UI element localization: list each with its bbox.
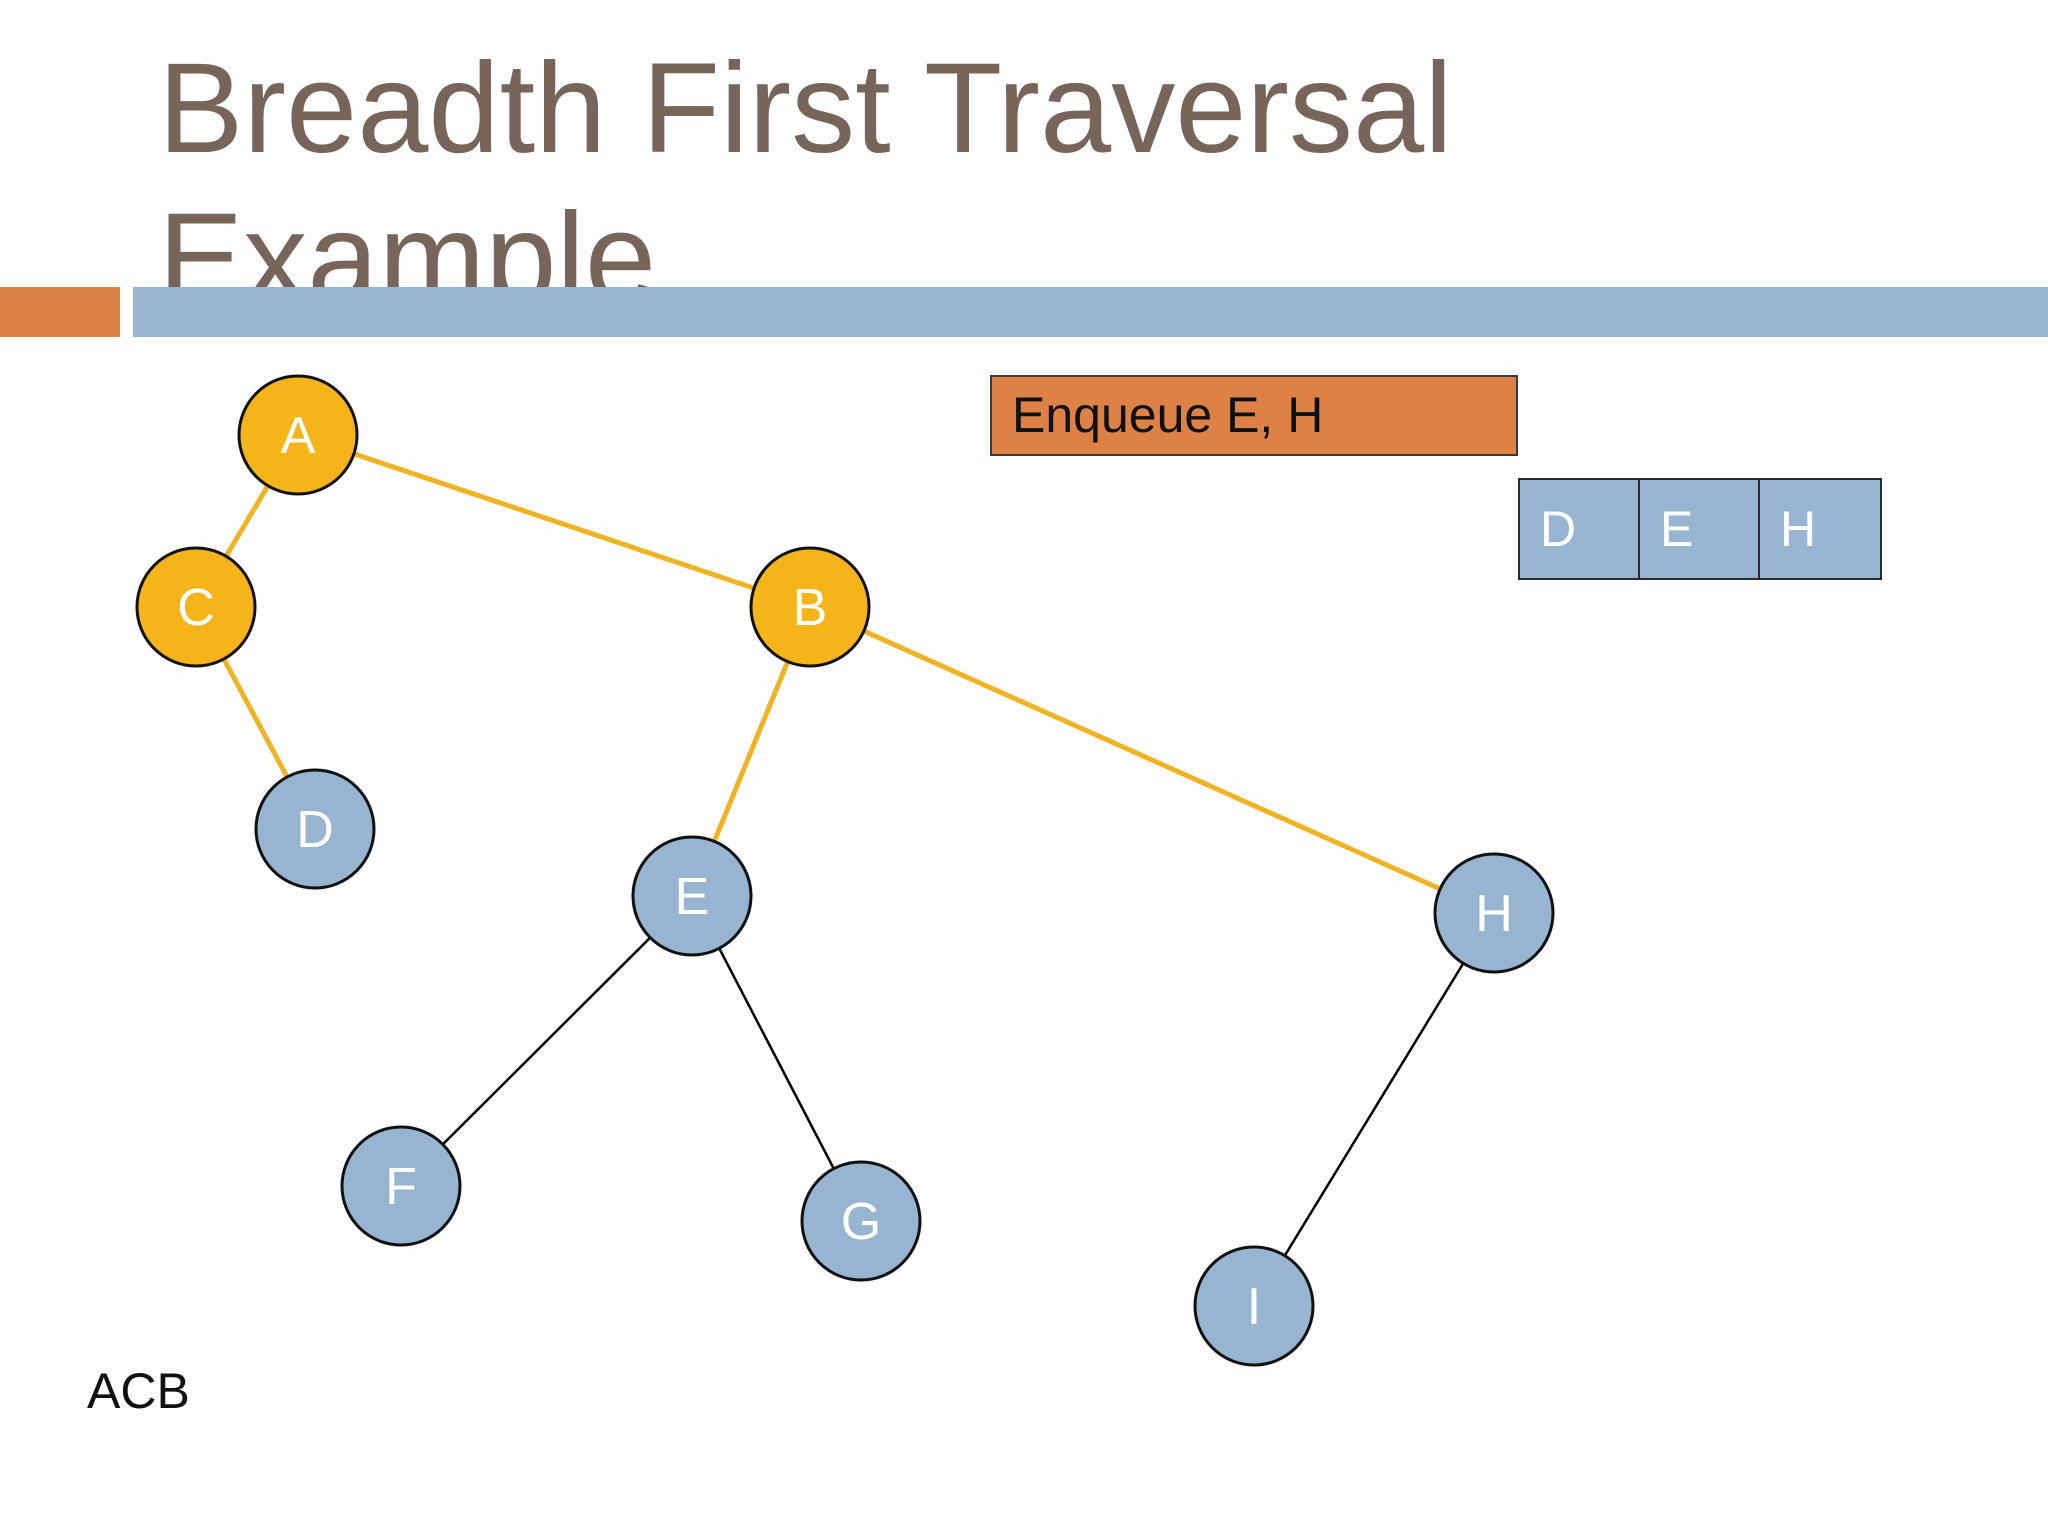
node-c: C bbox=[135, 546, 257, 668]
node-circle bbox=[254, 768, 376, 890]
node-d: D bbox=[254, 768, 376, 890]
node-label: A bbox=[281, 407, 316, 465]
tree-edges bbox=[221, 451, 1465, 1257]
queue-cell: H bbox=[1760, 480, 1880, 578]
node-label: C bbox=[177, 579, 215, 637]
node-circle bbox=[631, 835, 753, 957]
edge-a-c bbox=[223, 484, 271, 558]
node-h: H bbox=[1433, 852, 1555, 974]
node-label: H bbox=[1475, 885, 1513, 943]
node-g: G bbox=[800, 1160, 922, 1282]
node-circle bbox=[340, 1125, 462, 1247]
node-circle bbox=[237, 374, 359, 496]
slide-title: Breadth First Traversal Example bbox=[158, 34, 1453, 334]
node-a: A bbox=[237, 374, 359, 496]
node-circle bbox=[1193, 1245, 1315, 1367]
slide-title-line1: Breadth First Traversal bbox=[158, 37, 1453, 180]
node-label: G bbox=[841, 1193, 881, 1251]
edge-e-f bbox=[441, 936, 652, 1146]
node-e: E bbox=[631, 835, 753, 957]
enqueue-callout-text: Enqueue E, H bbox=[1012, 387, 1324, 443]
edge-b-e bbox=[711, 660, 791, 843]
node-circle bbox=[135, 546, 257, 668]
visited-output: ACB bbox=[87, 1363, 190, 1419]
queue-cell: D bbox=[1520, 480, 1640, 578]
node-label: B bbox=[793, 579, 828, 637]
edge-h-i bbox=[1283, 962, 1465, 1257]
edge-a-b bbox=[353, 451, 755, 591]
edge-e-g bbox=[718, 947, 835, 1170]
accent-bar-orange bbox=[0, 287, 120, 337]
queue-display: D E H bbox=[1518, 478, 1882, 580]
enqueue-callout: Enqueue E, H bbox=[990, 375, 1518, 456]
node-circle bbox=[1433, 852, 1555, 974]
tree-nodes: A C B D E H F G I bbox=[135, 374, 1555, 1367]
node-f: F bbox=[340, 1125, 462, 1247]
node-label: D bbox=[296, 801, 334, 859]
node-label: I bbox=[1247, 1278, 1261, 1336]
edge-c-d bbox=[221, 657, 290, 779]
node-circle bbox=[800, 1160, 922, 1282]
node-circle bbox=[749, 546, 871, 668]
node-label: E bbox=[675, 868, 710, 926]
accent-bar-blue bbox=[133, 287, 2048, 337]
node-i: I bbox=[1193, 1245, 1315, 1367]
queue-cell: E bbox=[1640, 480, 1760, 578]
node-label: F bbox=[385, 1158, 417, 1216]
edge-b-h bbox=[862, 628, 1442, 892]
node-b: B bbox=[749, 546, 871, 668]
